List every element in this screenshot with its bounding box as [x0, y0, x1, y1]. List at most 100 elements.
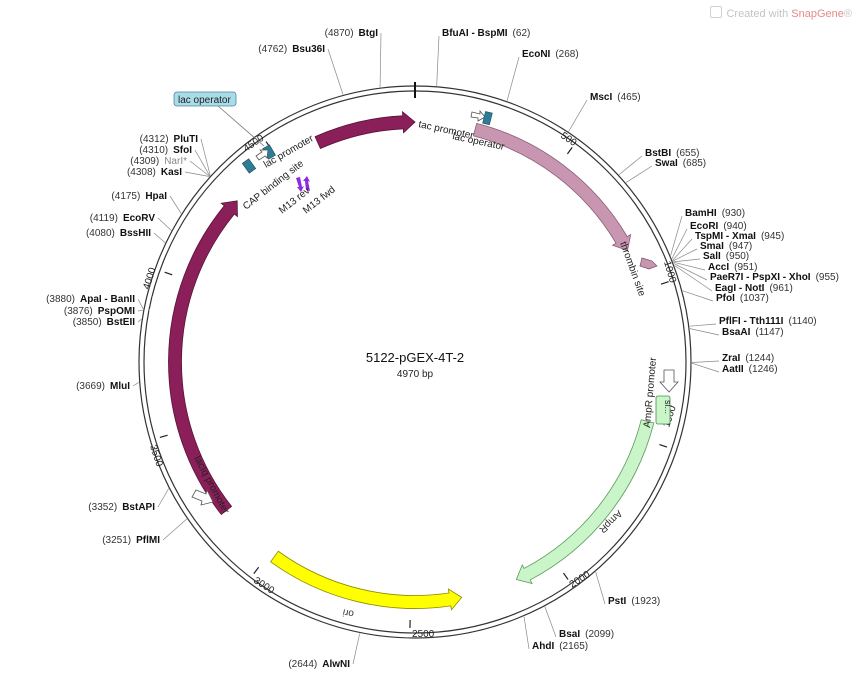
lac-operator-box — [173, 91, 237, 107]
site-leader-lines — [132, 32, 720, 665]
site-name: HpaI — [145, 191, 167, 202]
site-leader-16 — [691, 360, 720, 363]
site-leader-4 — [625, 165, 653, 183]
site-position: (940) — [723, 221, 746, 232]
site-leader-2 — [568, 99, 588, 132]
site-leader-left-9 — [137, 298, 144, 310]
site-name: ApaI - BanII — [80, 294, 135, 305]
feature-lacza — [314, 110, 416, 150]
tick-label-2500: 2500 — [412, 629, 435, 640]
tick-4000 — [164, 271, 173, 276]
site-name: AccI — [708, 262, 729, 273]
site-leader-13 — [682, 290, 714, 302]
lac-operator-right-box — [482, 111, 493, 126]
site-name: AhdI — [532, 641, 554, 652]
site-name: TspMI - XmaI — [695, 231, 756, 242]
tick-label-4000: 4000 — [141, 266, 158, 291]
site-leader-8 — [672, 248, 698, 262]
site-position: (685) — [683, 158, 706, 169]
feature-label-gst: GST — [602, 178, 623, 201]
site-label-right-14: PflFI - Tth111I(1140) — [719, 316, 817, 327]
site-leader-20 — [523, 616, 530, 650]
site-label-left-15: (2644)AlwNI — [288, 659, 350, 670]
site-leader-left-5 — [184, 171, 210, 177]
site-label-right-11: PaeR7I - PspXI - XhoI(955) — [710, 272, 839, 283]
thrombin-site-arrow — [639, 257, 658, 270]
site-name: BstEII — [107, 317, 136, 328]
site-label-left-0: (4870) BtgI — [325, 28, 379, 39]
site-label-left-11: (3850)BstEII — [73, 317, 135, 328]
site-leader-left-14 — [162, 518, 187, 541]
tick-label-3500: 3500 — [147, 444, 164, 469]
site-labels: BfuAI - BspMI(62)EcoNI(268)MscI(465)BstB… — [46, 28, 839, 670]
site-position: (3251) — [102, 535, 131, 546]
feature-gst — [472, 122, 632, 251]
site-leader-left-3 — [194, 149, 211, 177]
features — [168, 110, 655, 611]
site-label-right-19: BsaI(2099) — [559, 629, 614, 640]
site-name: PfoI — [716, 293, 735, 304]
site-leader-6 — [671, 228, 688, 259]
site-position: (955) — [816, 272, 839, 283]
site-label-left-1: (4762) Bsu36I — [258, 44, 325, 55]
site-leader-left-0 — [379, 32, 382, 88]
site-label-left-6: (4175)HpaI — [111, 191, 167, 202]
site-label-right-1: EcoNI(268) — [522, 49, 579, 60]
site-label-left-2: (4312)PluTI — [140, 134, 199, 145]
site-position: (2644) — [288, 659, 317, 670]
site-label-right-10: AccI(951) — [708, 262, 757, 273]
site-leader-left-10 — [137, 309, 143, 312]
site-position: (3352) — [88, 502, 117, 513]
watermark-suffix: ® — [843, 8, 852, 20]
site-label-right-17: AatII(1246) — [722, 364, 778, 375]
site-leader-left-13 — [157, 488, 169, 508]
site-name: EagI - NotI — [715, 283, 765, 294]
site-leader-9 — [673, 258, 701, 263]
site-label-right-13: PfoI(1037) — [716, 293, 769, 304]
site-label-left-4: (4309)NarI* — [130, 156, 187, 167]
tick-1500 — [659, 443, 668, 448]
site-leader-left-11 — [137, 319, 142, 323]
lac-operator-leader — [217, 105, 265, 147]
site-label-right-2: MscI (465) — [590, 92, 641, 103]
site-position: (1246) — [749, 364, 778, 375]
site-position: (1147) — [755, 327, 783, 338]
feature-label-ori: ori — [342, 606, 355, 619]
site-leader-0 — [436, 35, 440, 86]
site-leader-left-8 — [153, 232, 166, 243]
site-position: (2165) — [559, 641, 588, 652]
site-position: (4870) — [325, 28, 354, 39]
site-leader-left-2 — [200, 138, 211, 176]
site-name: NarI* — [164, 156, 187, 167]
site-leader-left-6 — [169, 195, 182, 214]
site-label-right-4: SwaI(685) — [655, 158, 706, 169]
site-name: BtgI — [359, 28, 379, 39]
feature-ampr — [515, 419, 655, 585]
site-label-right-7: TspMI - XmaI(945) — [695, 231, 784, 242]
site-name: Bsu36I — [292, 44, 325, 55]
site-name: EcoNI — [522, 49, 551, 60]
site-leader-19 — [544, 606, 557, 638]
site-leader-left-1 — [327, 48, 344, 95]
ampr-promoter-arrow — [659, 369, 679, 393]
m13-rev-arrow — [296, 177, 304, 192]
site-position: (4762) — [258, 44, 287, 55]
site-leader-14 — [689, 323, 717, 327]
site-name: MscI — [590, 92, 612, 103]
site-name: BsaAI — [722, 327, 751, 338]
site-position: (3876) — [64, 306, 93, 317]
site-name: BfuAI - BspMI — [442, 28, 508, 39]
plasmid-length: 4970 bp — [397, 369, 434, 380]
site-leader-12 — [674, 265, 713, 292]
site-position: (3880) — [46, 294, 75, 305]
tick-1000 — [660, 281, 669, 285]
tick-3000 — [253, 566, 260, 574]
site-position: (4308) — [127, 167, 156, 178]
site-name: EcoRV — [123, 213, 155, 224]
site-leader-left-15 — [352, 633, 361, 665]
site-position: (4119) — [90, 213, 118, 224]
lac-operator-box-label: lac operator — [178, 95, 231, 106]
site-position: (465) — [617, 92, 640, 103]
site-name: EcoRI — [690, 221, 719, 232]
site-label-right-5: BamHI(930) — [685, 208, 745, 219]
